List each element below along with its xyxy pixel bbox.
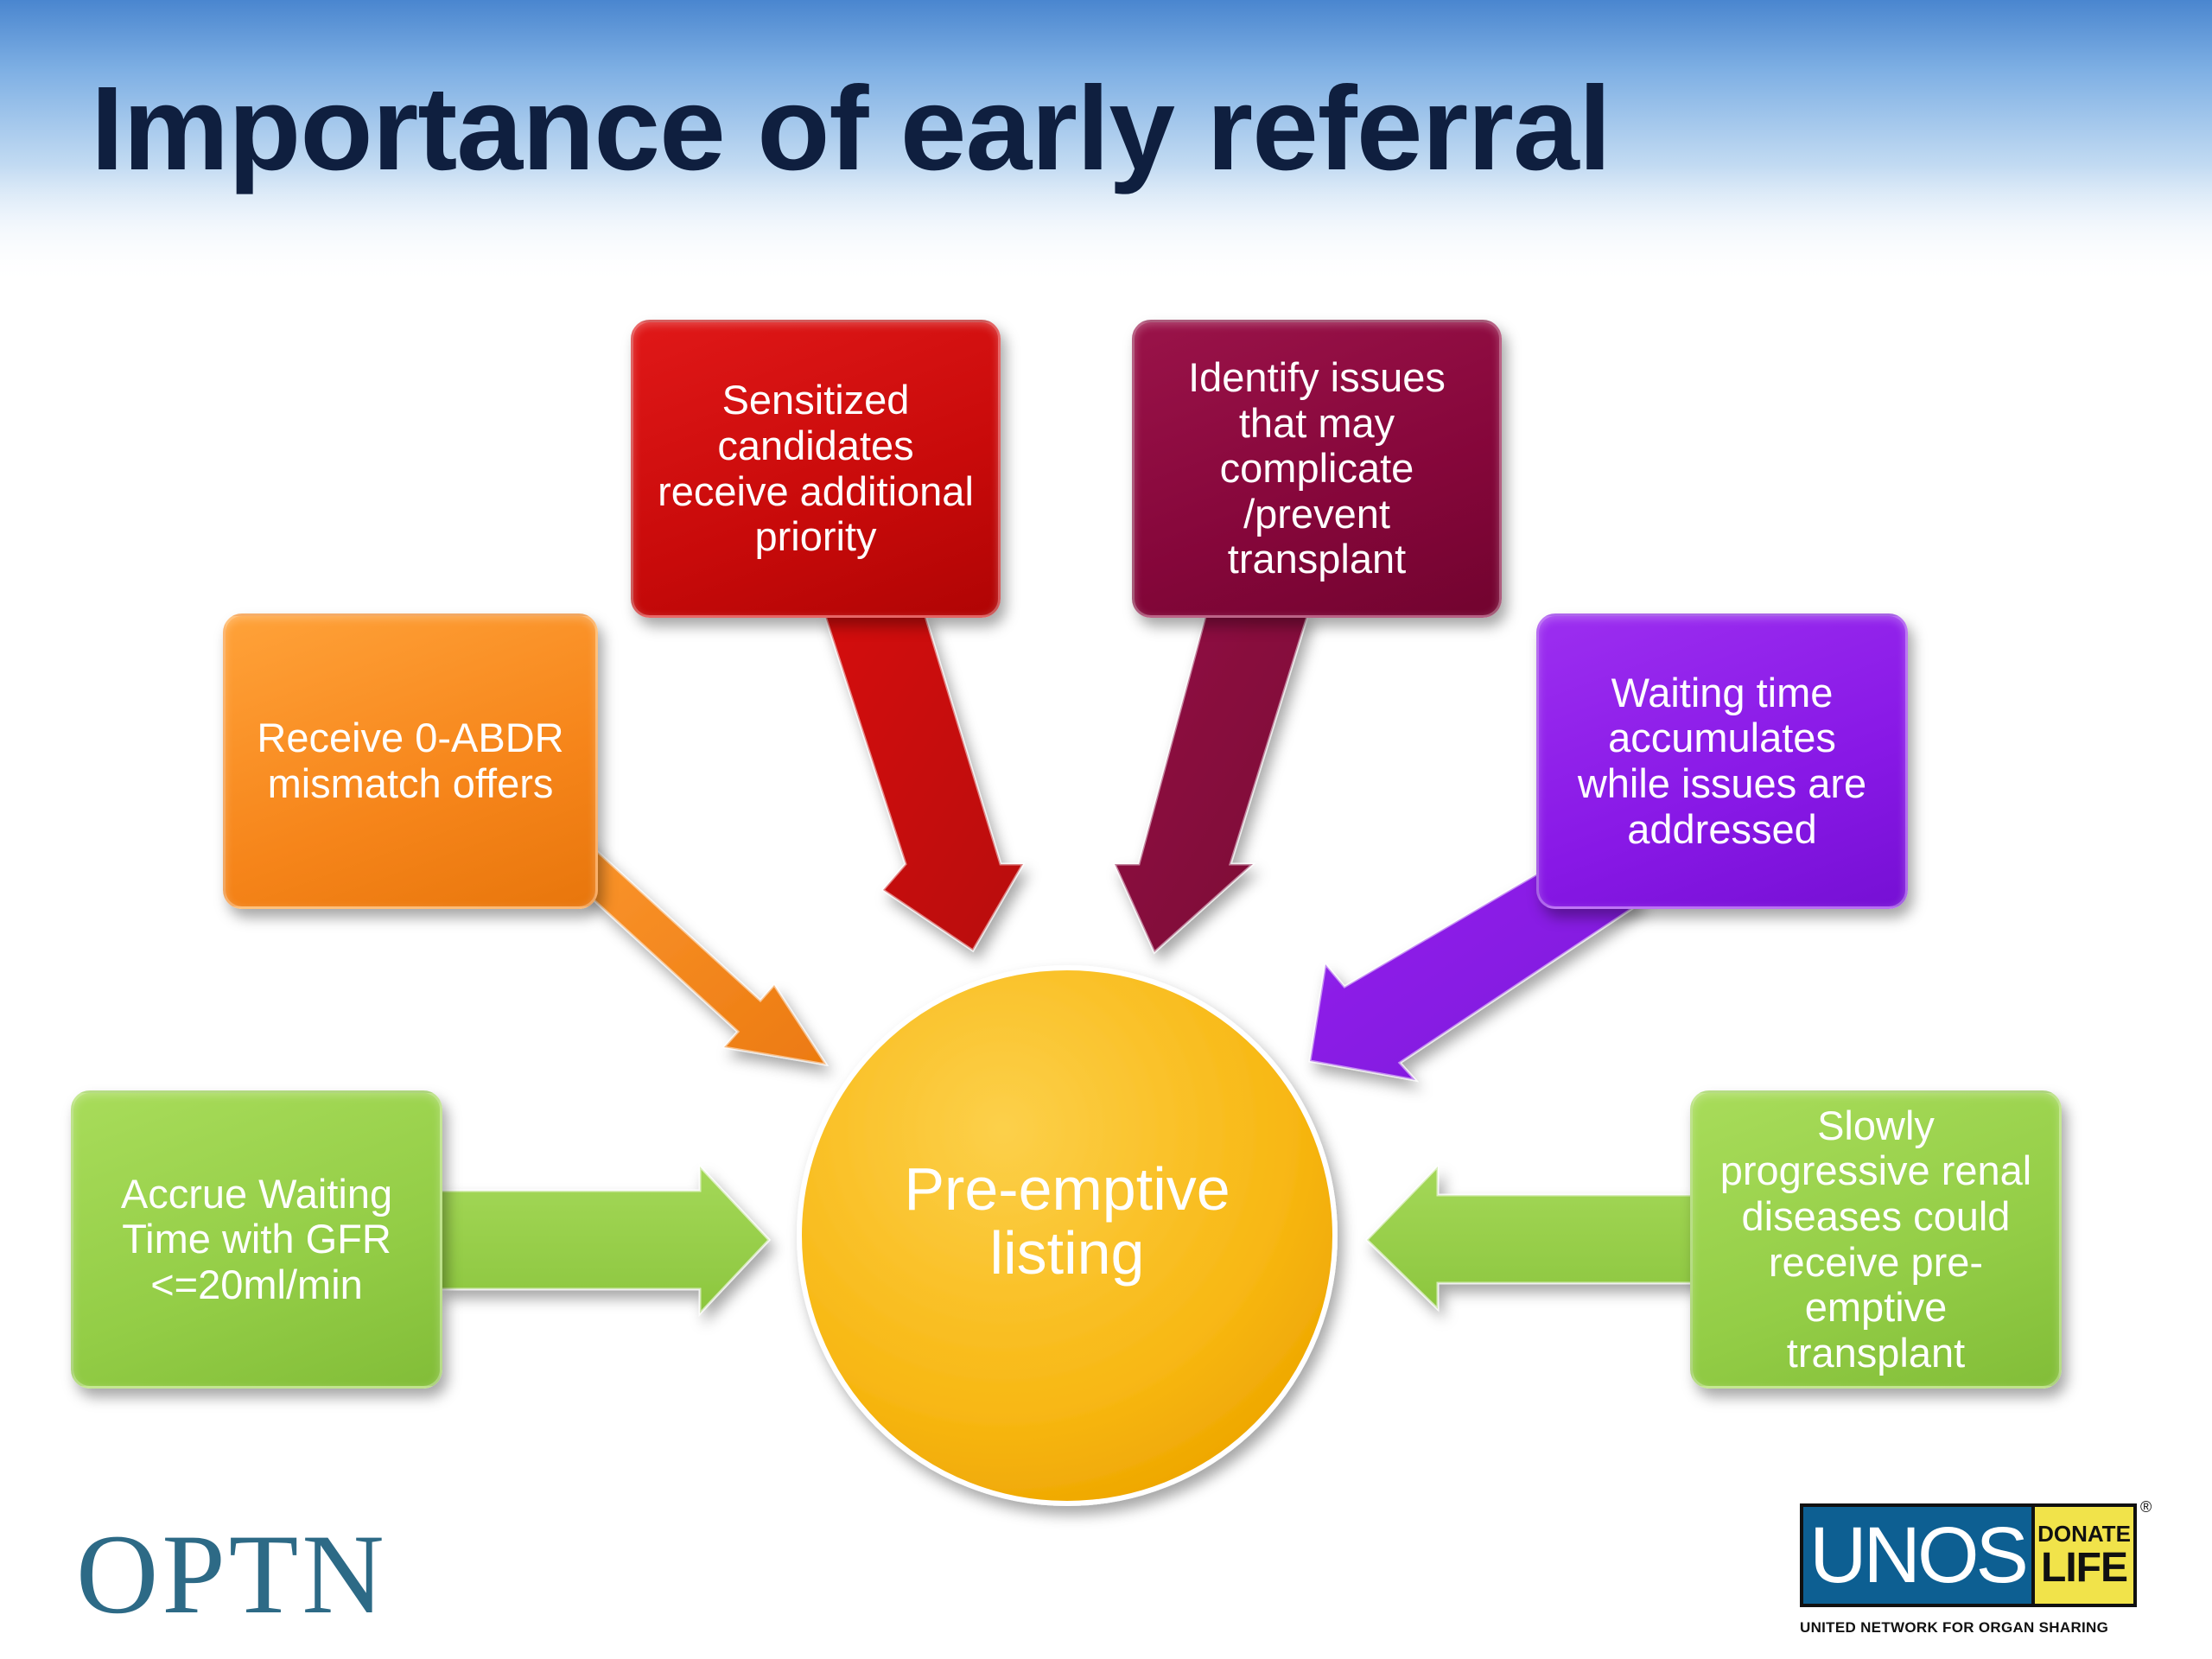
- box-line: <=20ml/min: [150, 1261, 363, 1307]
- box-waiting-time-accumulates: Waiting time accumulates while issues ar…: [1536, 613, 1908, 909]
- slide-title: Importance of early referral: [91, 62, 1611, 195]
- box-slowly-progressive-renal: Slowly progressive renal diseases could …: [1690, 1090, 2062, 1389]
- arrow-green-right: [1364, 1163, 1713, 1313]
- box-line: that may: [1238, 399, 1395, 446]
- box-line: diseases could: [1741, 1192, 2011, 1239]
- box-line: Sensitized: [721, 377, 910, 423]
- header-band: [0, 0, 2212, 285]
- donate-text: DONATE: [2037, 1521, 2131, 1547]
- box-line: while issues are: [1577, 760, 1867, 806]
- box-line: Time with GFR: [122, 1216, 391, 1262]
- unos-donate-life-logo: UNOS DONATE LIFE ® UNITED NETWORK FOR OR…: [1800, 1498, 2154, 1650]
- center-label: Pre-emptive listing: [808, 1155, 1326, 1287]
- box-line: /prevent: [1243, 490, 1390, 537]
- center-label-line-1: Pre-emptive: [904, 1155, 1230, 1223]
- box-identify-issues: Identify issues that may complicate /pre…: [1132, 320, 1502, 618]
- box-line: transplant: [1786, 1329, 1966, 1376]
- box-line: Identify issues: [1188, 353, 1446, 400]
- donate-life-badge: DONATE LIFE: [2035, 1503, 2137, 1607]
- box-line: emptive: [1804, 1284, 1948, 1331]
- box-line: Waiting time: [1611, 669, 1834, 715]
- arrow-green-left: [439, 1163, 772, 1317]
- box-accrue-waiting-time: Accrue Waiting Time with GFR <=20ml/min: [71, 1090, 442, 1389]
- box-line: Accrue Waiting: [120, 1170, 393, 1217]
- arrow-orange: [556, 834, 830, 1067]
- center-label-line-2: listing: [989, 1218, 1145, 1287]
- box-line: priority: [754, 513, 877, 560]
- box-line: complicate: [1219, 445, 1414, 492]
- unos-wordmark: UNOS: [1800, 1503, 2035, 1607]
- arrow-maroon: [1112, 612, 1311, 955]
- unos-subtitle: UNITED NETWORK FOR ORGAN SHARING: [1800, 1619, 2109, 1636]
- box-line: Slowly: [1817, 1102, 1935, 1148]
- box-line: receive pre-: [1768, 1238, 1984, 1285]
- box-line: transplant: [1227, 536, 1407, 582]
- box-line: candidates: [717, 422, 914, 468]
- arrow-red: [822, 612, 1026, 953]
- box-sensitized-candidates: Sensitized candidates receive additional…: [631, 320, 1001, 618]
- box-line: Receive 0-ABDR: [257, 715, 564, 761]
- box-line: progressive renal: [1719, 1147, 2032, 1194]
- life-text: LIFE: [2041, 1545, 2128, 1591]
- box-line: accumulates: [1608, 715, 1836, 761]
- box-line: mismatch offers: [267, 760, 554, 806]
- registered-mark: ®: [2140, 1498, 2152, 1516]
- center-circle: [797, 965, 1338, 1506]
- box-zero-abdr-mismatch: Receive 0-ABDR mismatch offers: [223, 613, 598, 909]
- box-line: addressed: [1627, 805, 1817, 852]
- optn-logo: OPTN: [76, 1510, 388, 1637]
- box-line: receive additional: [658, 467, 974, 514]
